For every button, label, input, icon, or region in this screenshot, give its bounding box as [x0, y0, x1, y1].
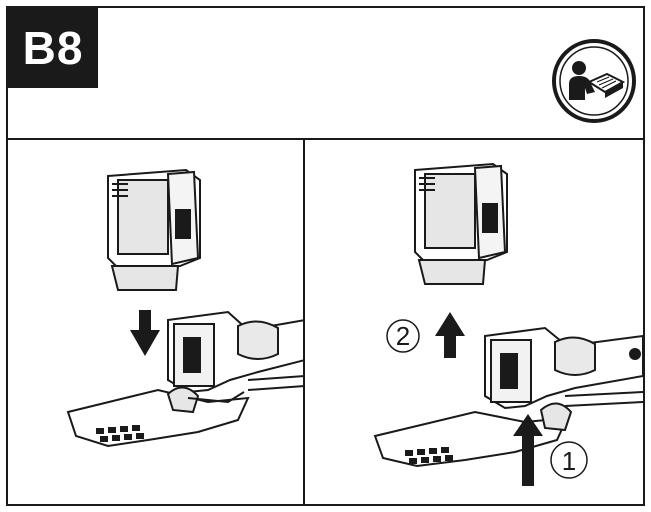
callout-number: 2: [396, 321, 410, 351]
arrow-up-icon: [435, 312, 465, 358]
remove-battery-illustration: 2: [373, 162, 643, 486]
tool-body: [167, 310, 303, 394]
instruction-frame: B8: [6, 6, 645, 506]
panel-remove-battery: 2: [305, 140, 643, 504]
insert-battery-illustration: [66, 168, 303, 448]
battery-pack: [107, 168, 201, 291]
callout-step-1: 1: [550, 441, 588, 479]
callout-number: 1: [562, 446, 576, 476]
callout-step-2: 2: [386, 319, 420, 353]
arrow-up-icon: [513, 414, 543, 486]
battery-pack: [414, 162, 508, 285]
tool-body: [484, 326, 643, 410]
arrow-down-icon: [130, 310, 160, 356]
read-manual-icon: [552, 39, 636, 123]
panel-insert-battery: [8, 140, 305, 504]
tool-handle: [66, 386, 250, 448]
tool-handle: [373, 402, 573, 468]
step-badge: B8: [8, 8, 98, 88]
step-header: B8: [8, 8, 643, 140]
